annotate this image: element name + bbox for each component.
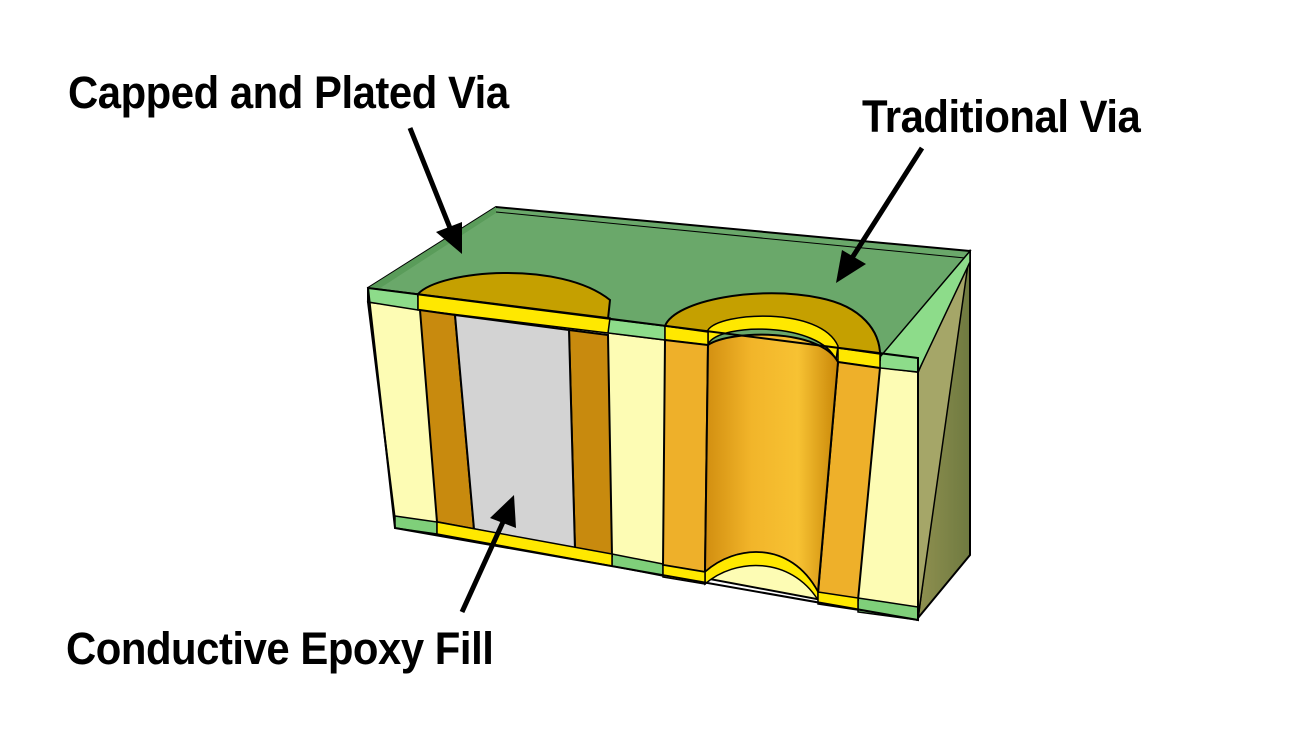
label-conductive-epoxy-fill: Conductive Epoxy Fill	[66, 623, 494, 674]
board-right-side-face	[916, 249, 971, 622]
arrow-capped-via	[407, 127, 462, 254]
arrow-epoxy-fill	[459, 495, 516, 614]
arrow-traditional-via	[836, 146, 925, 283]
label-capped-and-plated-via: Capped and Plated Via	[68, 67, 509, 118]
board-outline	[366, 286, 919, 622]
traditional-via	[661, 292, 882, 611]
label-traditional-via: Traditional Via	[862, 91, 1141, 142]
